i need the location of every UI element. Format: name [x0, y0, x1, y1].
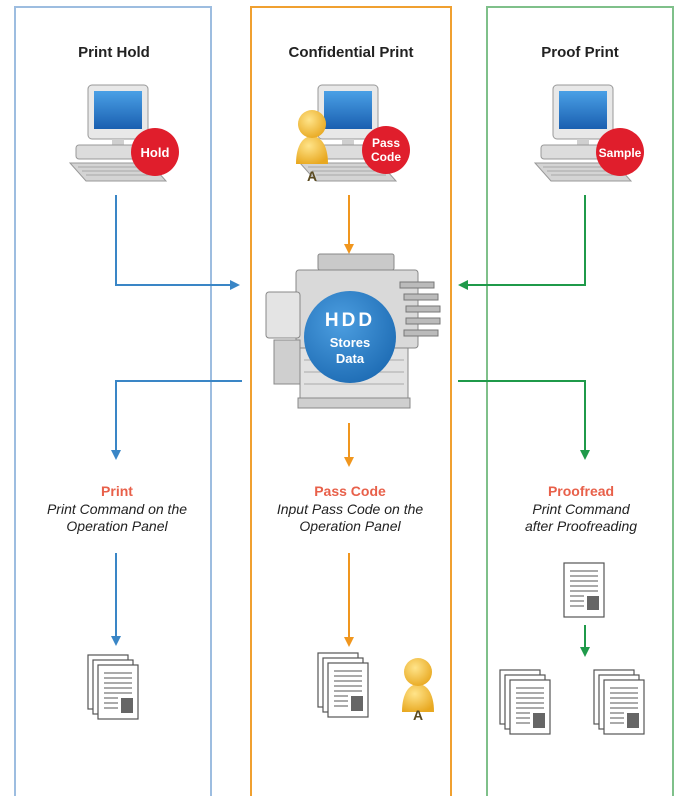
svg-text:Data: Data: [336, 351, 365, 366]
proofread-step-desc-line2: after Proofreading: [524, 518, 638, 534]
print-step-desc-line1: Print Command on the: [46, 501, 188, 517]
proof-output-documents-1-icon: [499, 669, 551, 735]
confidential-output-documents-icon: [317, 652, 369, 718]
proofread-step-title: Proofread: [547, 483, 615, 499]
hold-output-documents-icon: [87, 654, 139, 720]
workflow-diagram: Hold Pass Code Sample A: [69, 84, 645, 735]
hold-badge: Hold: [131, 128, 179, 176]
hold-to-printer-arrow: [115, 195, 240, 290]
user-a-output-icon: A: [402, 658, 434, 723]
proofread-step-desc-line1: Print Command: [532, 501, 630, 517]
print-step-title: Print: [101, 483, 133, 499]
confidential-print-title: Confidential Print: [288, 44, 414, 61]
print-hold-title: Print Hold: [78, 44, 150, 61]
svg-text:Stores: Stores: [330, 335, 370, 350]
proof-to-printer-arrow: [458, 195, 586, 290]
svg-text:HDD: HDD: [325, 310, 375, 331]
svg-text:A: A: [307, 168, 317, 184]
pass-code-badge: Pass Code: [362, 126, 410, 174]
pass-code-step-title: Pass Code: [314, 483, 386, 499]
svg-text:Hold: Hold: [141, 145, 170, 160]
sample-badge: Sample: [596, 128, 644, 176]
proof-sample-document-icon: [563, 562, 605, 618]
hdd-badge: HDD Stores Data: [304, 291, 396, 383]
svg-text:Code: Code: [371, 150, 401, 164]
proof-print-column: [486, 6, 674, 796]
print-hold-column: [14, 6, 212, 796]
printer-to-proofread-arrow: [458, 380, 590, 460]
printer-to-print-arrow: [111, 380, 242, 460]
confidential-print-column: [250, 6, 452, 796]
pass-code-step-desc-line1: Input Pass Code on the: [276, 501, 424, 517]
svg-text:Sample: Sample: [599, 146, 642, 160]
svg-text:Pass: Pass: [372, 136, 400, 150]
pass-code-step-desc-line2: Operation Panel: [299, 518, 401, 534]
proof-output-documents-2-icon: [593, 669, 645, 735]
user-a-icon: A: [296, 110, 328, 184]
svg-text:A: A: [413, 707, 423, 723]
proof-print-title: Proof Print: [541, 44, 619, 61]
print-step-desc-line2: Operation Panel: [66, 518, 168, 534]
